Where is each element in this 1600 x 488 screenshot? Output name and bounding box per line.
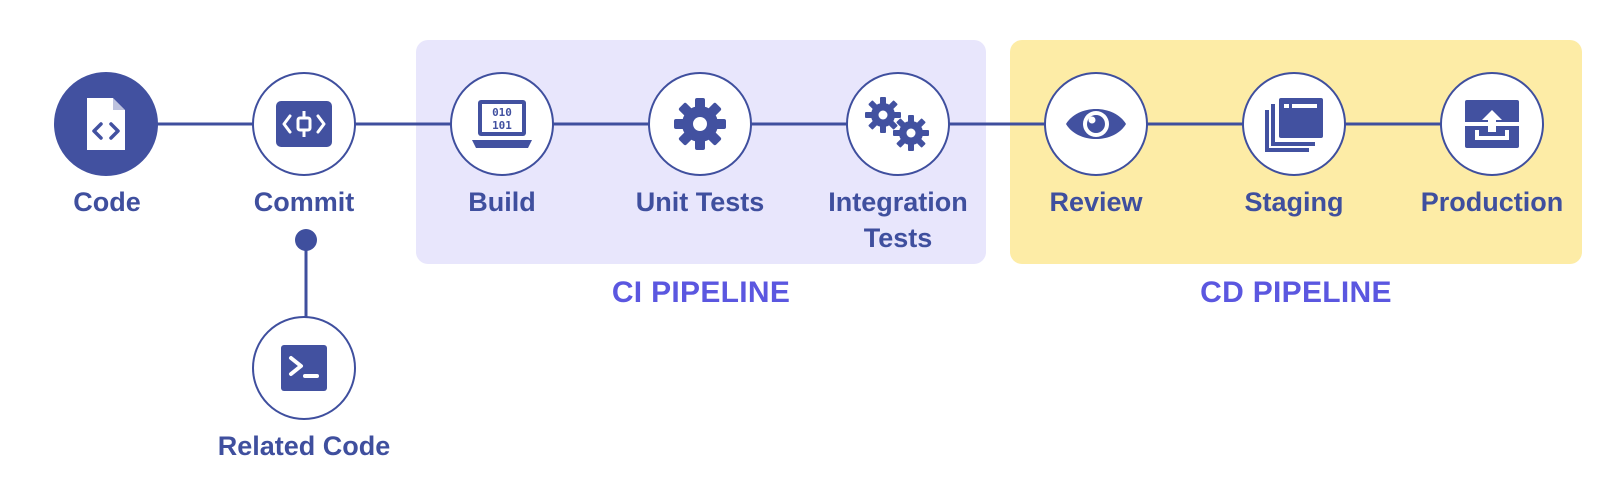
related-code-label: Related Code <box>217 431 391 461</box>
staging-node[interactable] <box>1242 72 1346 176</box>
code-file-icon <box>87 98 125 150</box>
gears-icon <box>865 97 929 151</box>
commit-icon <box>276 101 332 147</box>
staging-label: Staging <box>1244 187 1344 217</box>
terminal-icon <box>281 345 327 391</box>
integration-tests-label: Integration Tests <box>803 184 993 256</box>
build-node[interactable]: 010 101 <box>450 72 554 176</box>
commit-label: Commit <box>253 187 355 217</box>
commit-node[interactable] <box>252 72 356 176</box>
windows-stack-icon <box>1265 98 1323 152</box>
integration-tests-label-line2: Tests <box>863 223 933 253</box>
unit-tests-label: Unit Tests <box>635 187 765 217</box>
laptop-binary-icon: 010 101 <box>472 100 532 148</box>
build-label: Build <box>468 187 536 217</box>
svg-text:010: 010 <box>492 106 512 119</box>
eye-icon <box>1066 109 1126 139</box>
production-node[interactable] <box>1440 72 1544 176</box>
svg-text:101: 101 <box>492 119 512 132</box>
code-node[interactable] <box>54 72 158 176</box>
integration-tests-label-line1: Integration <box>828 187 968 217</box>
production-label: Production <box>1420 187 1564 217</box>
cd-pipeline-label: CD PIPELINE <box>1200 276 1392 309</box>
unit-tests-node[interactable] <box>648 72 752 176</box>
integration-tests-node[interactable] <box>846 72 950 176</box>
ci-pipeline-label: CI PIPELINE <box>611 276 791 309</box>
gear-icon <box>674 98 726 150</box>
review-node[interactable] <box>1044 72 1148 176</box>
code-label: Code <box>73 187 141 217</box>
deploy-upload-icon <box>1465 100 1519 148</box>
branch-dot <box>295 229 317 251</box>
review-label: Review <box>1049 187 1143 217</box>
related-code-node[interactable] <box>252 316 356 420</box>
